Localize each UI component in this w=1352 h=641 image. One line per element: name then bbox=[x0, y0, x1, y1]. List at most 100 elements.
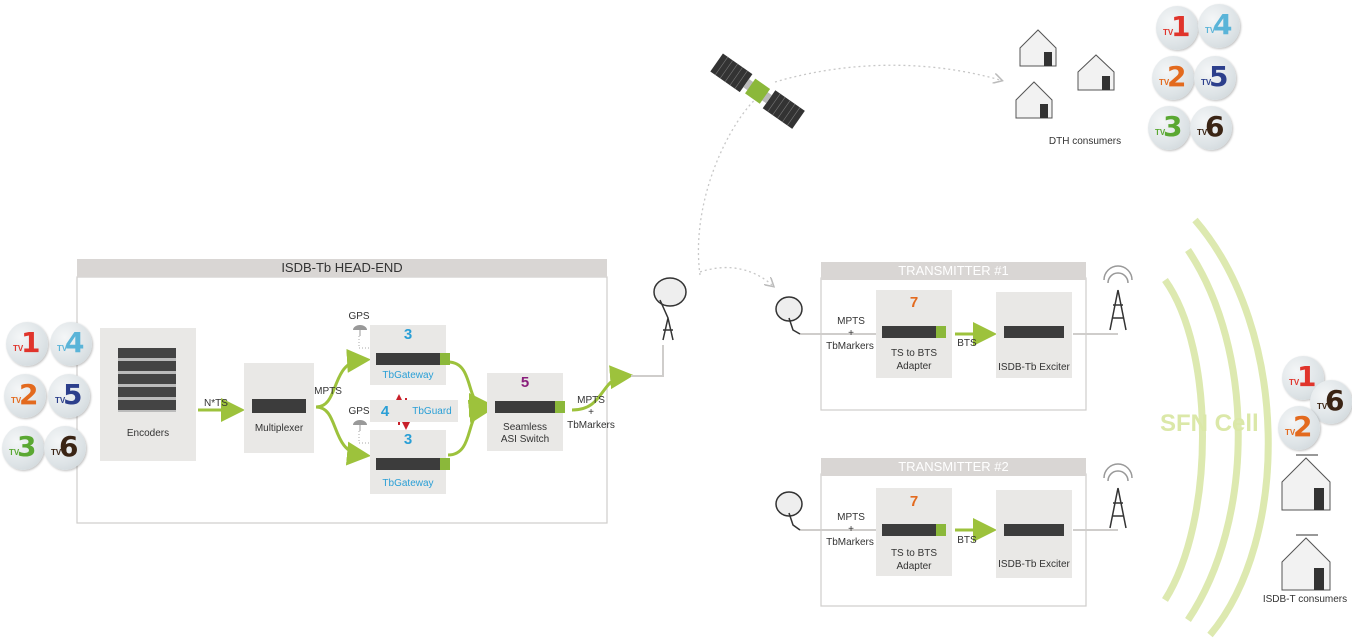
uplink-line bbox=[631, 345, 664, 377]
adapter-device-icon bbox=[882, 524, 946, 536]
asi-switch-number: 5 bbox=[520, 374, 530, 391]
tx2-plus-label: + bbox=[848, 524, 854, 535]
tx1-bts-label: BTS bbox=[957, 338, 977, 349]
tv-prefix: TV bbox=[1201, 78, 1212, 87]
tv-prefix: TV bbox=[1205, 26, 1216, 35]
tx2-bts-label: BTS bbox=[957, 535, 977, 546]
out-markers-label: TbMarkers bbox=[567, 420, 615, 431]
tx2-exciter-label: ISDB-Tb Exciter bbox=[998, 559, 1070, 570]
encoders-box bbox=[100, 328, 196, 461]
asi-switch-label-1: Seamless bbox=[503, 422, 547, 433]
tbgateway-1-label: TbGateway bbox=[382, 370, 434, 381]
gps1-label: GPS bbox=[348, 311, 370, 322]
gps1-icon bbox=[353, 325, 367, 336]
encoder-rack-icon bbox=[118, 348, 176, 412]
tbguard-label: TbGuard bbox=[412, 406, 452, 417]
tv-prefix: TV bbox=[1197, 128, 1208, 137]
dth-house-icon-3 bbox=[1015, 81, 1053, 119]
switch-device-icon bbox=[495, 401, 565, 413]
tv-prefix: TV bbox=[1317, 402, 1328, 411]
tv-prefix: TV bbox=[55, 396, 66, 405]
tv-prefix: TV bbox=[1163, 28, 1174, 37]
arrow-switch-uplink bbox=[571, 365, 634, 412]
tx1-exciter-box bbox=[996, 292, 1072, 378]
headend-title: ISDB-Tb HEAD-END bbox=[77, 259, 607, 277]
isdbt-house-icon-2 bbox=[1281, 534, 1331, 591]
tv-prefix: TV bbox=[1159, 78, 1170, 87]
tx2-adapter-number: 7 bbox=[909, 493, 919, 510]
adapter-device-icon bbox=[882, 326, 946, 338]
tv-prefix: TV bbox=[1289, 378, 1300, 387]
mux-mpts-label: MPTS bbox=[314, 386, 342, 397]
tv-number: 1 bbox=[21, 326, 41, 359]
tv-number: 3 bbox=[17, 430, 37, 463]
tv-prefix: TV bbox=[11, 396, 22, 405]
tbguard-box bbox=[370, 400, 458, 422]
gateway-device-icon bbox=[376, 353, 450, 365]
dth-house-icon-2 bbox=[1077, 54, 1115, 91]
isdbt-house-icon-1 bbox=[1281, 454, 1331, 511]
arrow-gw2-switch bbox=[447, 399, 493, 457]
tx1-adapter-number: 7 bbox=[909, 294, 919, 311]
tbgateway-1-box bbox=[370, 325, 450, 385]
tv-prefix: TV bbox=[9, 448, 20, 457]
dth-dotted bbox=[774, 64, 1000, 82]
asi-switch-box bbox=[487, 373, 565, 451]
tv-number: 2 bbox=[19, 378, 39, 411]
tv-prefix: TV bbox=[1285, 428, 1296, 437]
tx1-adapter-label-1: TS to BTS bbox=[890, 348, 938, 359]
tx2-adapter-label-2: Adapter bbox=[896, 561, 932, 572]
out-mpts-label: MPTS bbox=[577, 395, 605, 406]
tx2-title: TRANSMITTER #2 bbox=[821, 458, 1086, 476]
encoders-label: Encoders bbox=[126, 428, 170, 439]
tv-number: 3 bbox=[1163, 110, 1183, 143]
tx1-title: TRANSMITTER #1 bbox=[821, 262, 1086, 280]
gateway-device-icon bbox=[376, 458, 450, 470]
tx1-exciter-label: ISDB-Tb Exciter bbox=[998, 362, 1070, 373]
multiplexer-device-icon bbox=[252, 399, 306, 413]
tbguard-number: 4 bbox=[380, 403, 390, 420]
arrow-mux-gw2 bbox=[315, 405, 371, 466]
tv-number: 6 bbox=[59, 430, 79, 463]
tv-prefix: TV bbox=[51, 448, 62, 457]
sfn-waves bbox=[1162, 217, 1272, 638]
tx1-dish-icon bbox=[775, 296, 803, 335]
tx1-plus-label: + bbox=[848, 328, 854, 339]
tx1-adapter-box bbox=[876, 290, 952, 378]
isdbt-consumers-label: ISDB-T consumers bbox=[1262, 594, 1348, 605]
tx2-mpts-label: MPTS bbox=[837, 512, 865, 523]
downlink-dotted bbox=[699, 266, 772, 285]
uplink-dotted bbox=[697, 94, 761, 276]
tv-number: 6 bbox=[1205, 110, 1225, 143]
tv-number: 5 bbox=[63, 378, 83, 411]
satellite-icon bbox=[710, 53, 805, 129]
out-plus-label: + bbox=[588, 407, 594, 418]
tx2-exciter-box bbox=[996, 490, 1072, 578]
asi-switch-label-2: ASI Switch bbox=[500, 434, 550, 445]
tx1-adapter-label-2: Adapter bbox=[896, 361, 932, 372]
tx2-dish-icon bbox=[775, 491, 803, 531]
tx2-tower-icon bbox=[1103, 463, 1133, 529]
tv-number: 2 bbox=[1167, 60, 1187, 93]
exciter-device-icon bbox=[1004, 524, 1064, 536]
tv-number: 4 bbox=[65, 326, 85, 359]
uplink-dish-icon bbox=[653, 277, 687, 341]
multiplexer-label: Multiplexer bbox=[254, 423, 304, 434]
gps2-label: GPS bbox=[348, 406, 370, 417]
tv-number: 4 bbox=[1213, 8, 1233, 41]
tx2-adapter-label-1: TS to BTS bbox=[890, 548, 938, 559]
arrow-mux-gw1 bbox=[315, 348, 371, 409]
tbgateway-2-number: 3 bbox=[403, 431, 413, 448]
dth-consumers-label: DTH consumers bbox=[1048, 136, 1122, 147]
